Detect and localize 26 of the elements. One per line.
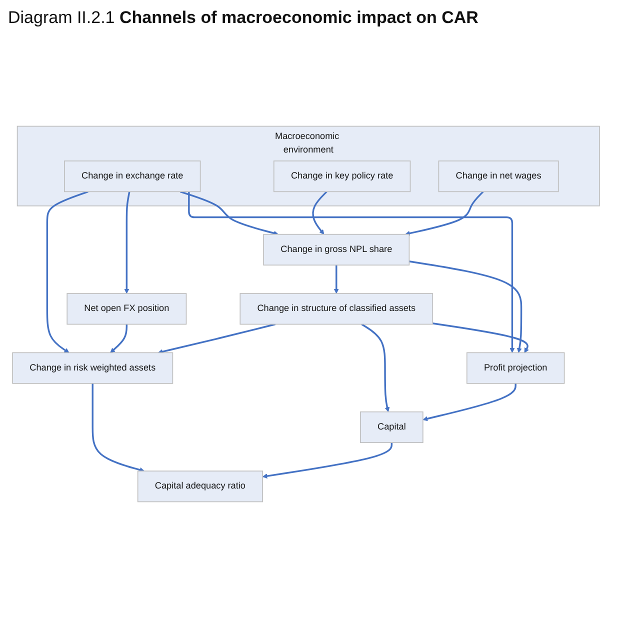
arrow xyxy=(422,383,516,422)
arrow xyxy=(262,442,393,479)
arrow xyxy=(404,191,484,236)
node-box: Profit projection xyxy=(466,352,565,384)
arrow xyxy=(180,190,279,236)
node-box: Change in risk weighted assets xyxy=(12,352,174,384)
arrow xyxy=(158,323,276,354)
arrow xyxy=(334,265,339,294)
arrow xyxy=(124,192,130,294)
node-box: Change in key policy rate xyxy=(273,160,411,192)
diagram-title: Diagram II.2.1 Channels of macroeconomic impact on CAR xyxy=(8,8,480,28)
arrow xyxy=(46,190,88,353)
node-box: Net open FX position xyxy=(66,293,187,325)
arrow xyxy=(188,192,515,353)
arrow xyxy=(432,322,529,353)
arrow xyxy=(409,260,522,353)
node-box: Change in net wages xyxy=(438,160,559,192)
arrow xyxy=(312,191,328,235)
node-box: Capital xyxy=(360,411,424,444)
node-box: Change in exchange rate xyxy=(64,160,201,192)
node-box: Capital adequacy ratio xyxy=(137,470,263,502)
arrow xyxy=(92,383,145,472)
node-box: Change in structure of classified assets xyxy=(240,293,434,325)
node-box: Change in gross NPL share xyxy=(263,234,410,266)
arrow xyxy=(110,324,128,353)
arrow xyxy=(361,324,390,412)
